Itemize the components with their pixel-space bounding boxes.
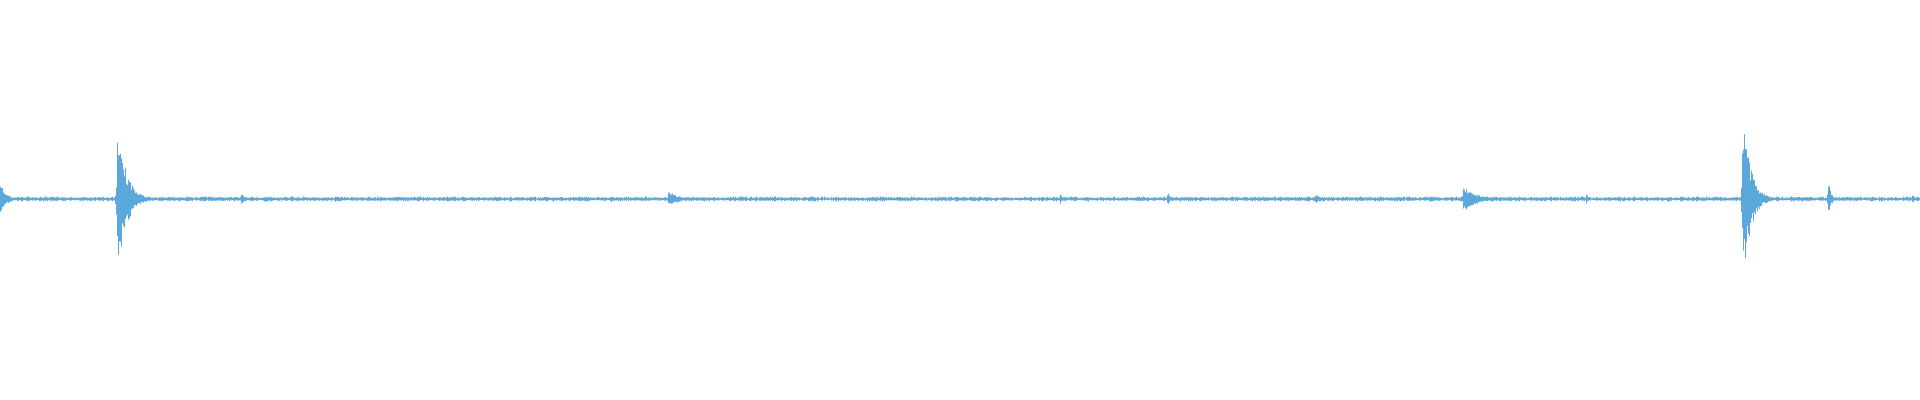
waveform-path xyxy=(0,134,1920,258)
waveform-trace xyxy=(0,134,1920,258)
